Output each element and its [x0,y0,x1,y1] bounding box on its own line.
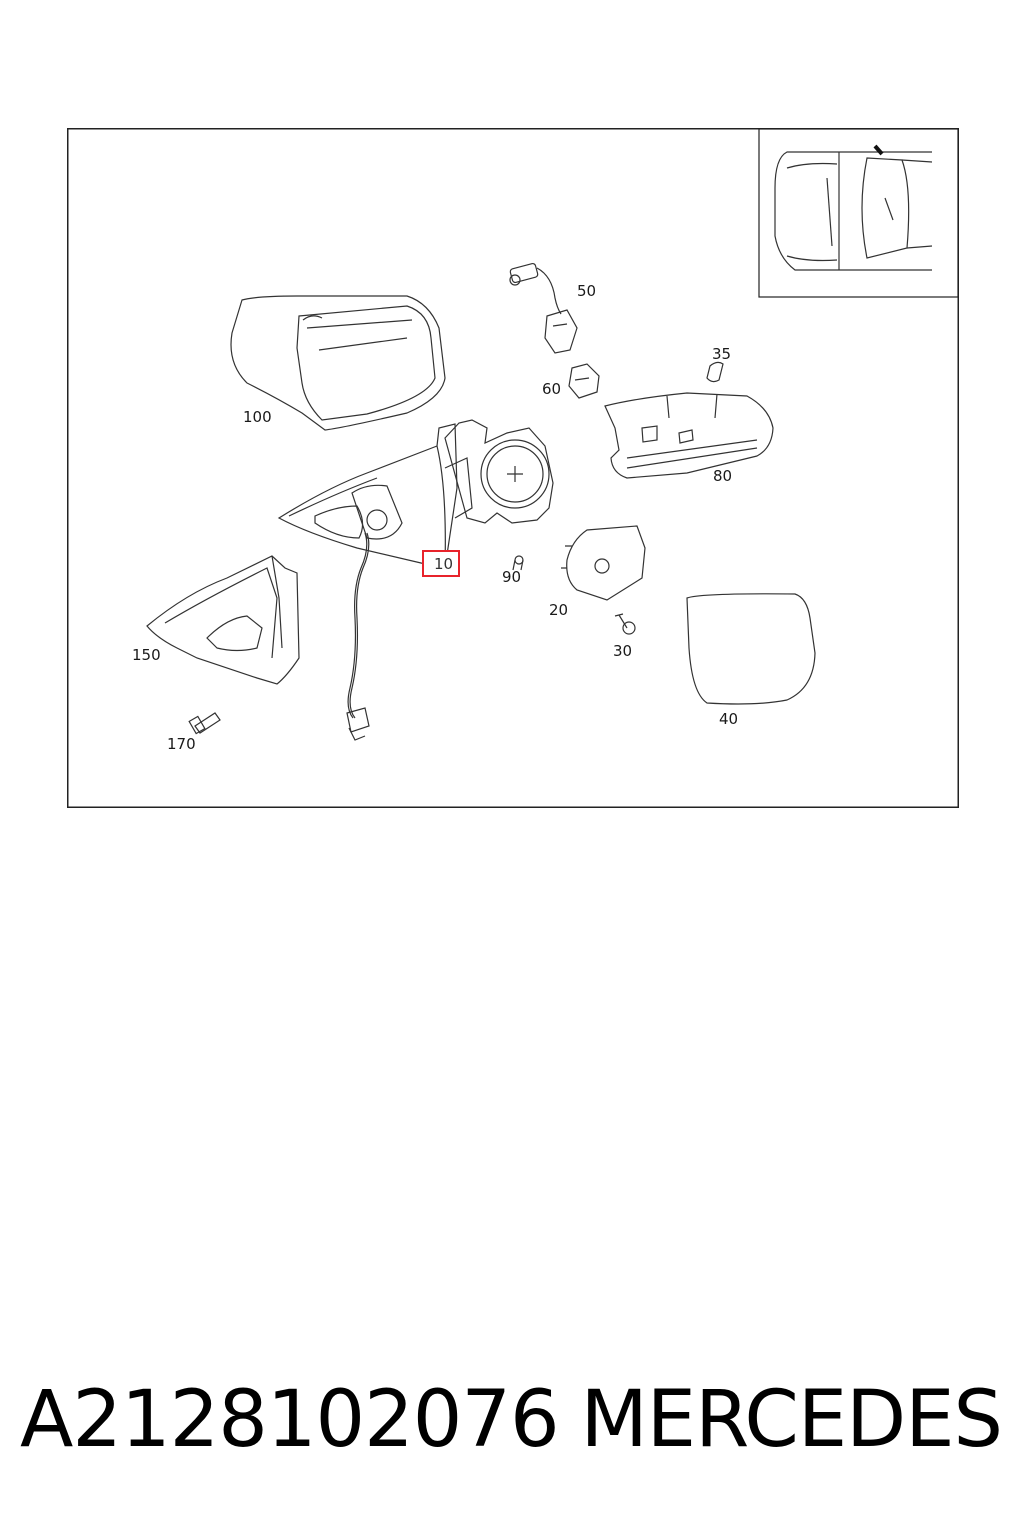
part-10-mirror-housing [277,419,554,741]
part-35-bulb [706,361,724,383]
parts-diagram: 50 35 60 100 80 10 90 20 30 150 40 170 [67,128,959,808]
part-50-harness [509,262,578,354]
callout-10-highlighted[interactable]: 10 [422,550,461,577]
callout-100: 100 [243,408,272,426]
callout-170: 170 [167,735,196,753]
callout-35: 35 [712,345,732,363]
callout-150: 150 [132,646,161,664]
part-60-switch [568,363,600,399]
part-20-adjuster-plate [561,525,646,601]
part-30-screw [614,613,636,635]
part-170-bolt [188,712,221,735]
callout-40: 40 [719,710,739,728]
part-number: A2128102076 [20,1375,560,1465]
part-40-mirror-glass [686,593,816,705]
car-location-inset [758,128,959,298]
diagram-drawing [67,128,959,808]
callout-90: 90 [502,568,522,586]
part-90-screw [512,555,524,571]
part-100-mirror-cover [230,295,446,431]
diagram-frame [67,128,959,808]
footer: A2128102076 MERCEDES [0,1370,1024,1470]
brand-name: MERCEDES [580,1375,1003,1465]
callout-30: 30 [613,642,633,660]
part-80-indicator-housing [604,392,774,479]
callout-50: 50 [577,282,597,300]
callout-20: 20 [549,601,569,619]
callout-60: 60 [542,380,562,398]
part-150-base-cover [146,555,300,685]
callout-80: 80 [713,467,733,485]
